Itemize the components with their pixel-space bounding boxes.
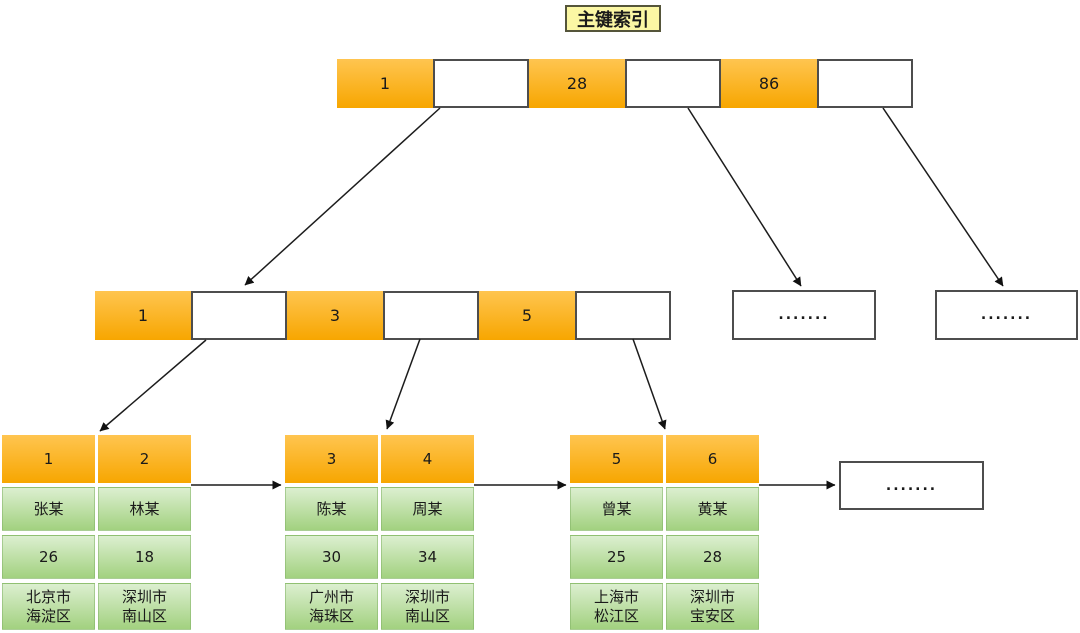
internal-key-cell: 3 bbox=[287, 291, 383, 340]
root-key-cell: 28 bbox=[529, 59, 625, 108]
address-city: 深圳市 bbox=[689, 587, 735, 606]
ellipsis-node-2: ....... bbox=[935, 290, 1078, 340]
leaf-age-row: 25 28 bbox=[570, 535, 759, 579]
leaf-table-3: 5 6 曾某 黄某 25 28 上海市 松江区 深圳市 宝安区 bbox=[570, 435, 759, 630]
leaf-address-cell: 上海市 松江区 bbox=[570, 583, 663, 630]
internal-pointer-cell bbox=[575, 291, 671, 340]
arrow-internal-to-leaf-2 bbox=[385, 338, 421, 430]
address-city: 北京市 bbox=[25, 587, 71, 606]
leaf-id-row: 1 2 bbox=[2, 435, 191, 483]
ellipsis-leaf: ....... bbox=[839, 461, 984, 510]
leaf-age-cell: 26 bbox=[2, 535, 95, 579]
arrow-internal-to-leaf-1 bbox=[99, 339, 207, 432]
address-city: 深圳市 bbox=[121, 587, 167, 606]
root-key-cell: 86 bbox=[721, 59, 817, 108]
leaf-name-row: 张某 林某 bbox=[2, 487, 191, 531]
internal-key-cell: 1 bbox=[95, 291, 191, 340]
leaf-age-cell: 18 bbox=[98, 535, 191, 579]
leaf-address-cell: 北京市 海淀区 bbox=[2, 583, 95, 630]
leaf-address-row: 北京市 海淀区 深圳市 南山区 bbox=[2, 583, 191, 630]
leaf-address-cell: 深圳市 南山区 bbox=[98, 583, 191, 630]
leaf-id-cell: 2 bbox=[98, 435, 191, 483]
leaf-address-cell: 深圳市 南山区 bbox=[381, 583, 474, 630]
arrow-root-to-ellipsis-2 bbox=[882, 107, 1004, 287]
internal-node: 1 3 5 bbox=[95, 291, 671, 340]
leaf-id-cell: 5 bbox=[570, 435, 663, 483]
leaf-age-cell: 28 bbox=[666, 535, 759, 579]
internal-pointer-cell bbox=[191, 291, 287, 340]
internal-key-cell: 5 bbox=[479, 291, 575, 340]
leaf-table-2: 3 4 陈某 周某 30 34 广州市 海珠区 深圳市 南山区 bbox=[285, 435, 474, 630]
leaf-id-cell: 1 bbox=[2, 435, 95, 483]
address-district: 宝安区 bbox=[689, 606, 735, 625]
leaf-table-1: 1 2 张某 林某 26 18 北京市 海淀区 深圳市 南山区 bbox=[2, 435, 191, 630]
leaf-address-row: 广州市 海珠区 深圳市 南山区 bbox=[285, 583, 474, 630]
arrow-root-to-internal bbox=[244, 107, 441, 286]
leaf-id-row: 3 4 bbox=[285, 435, 474, 483]
address-district: 南山区 bbox=[404, 606, 450, 625]
address-district: 海淀区 bbox=[25, 606, 71, 625]
root-pointer-cell bbox=[433, 59, 529, 108]
leaf-age-cell: 30 bbox=[285, 535, 378, 579]
ellipsis-node-1: ....... bbox=[732, 290, 876, 340]
address-district: 松江区 bbox=[593, 606, 639, 625]
leaf-id-cell: 4 bbox=[381, 435, 474, 483]
diagram-title: 主键索引 bbox=[565, 5, 661, 32]
leaf-address-cell: 深圳市 宝安区 bbox=[666, 583, 759, 630]
leaf-name-cell: 林某 bbox=[98, 487, 191, 531]
leaf-id-row: 5 6 bbox=[570, 435, 759, 483]
leaf-name-row: 陈某 周某 bbox=[285, 487, 474, 531]
root-key-cell: 1 bbox=[337, 59, 433, 108]
leaf-age-cell: 25 bbox=[570, 535, 663, 579]
internal-pointer-cell bbox=[383, 291, 479, 340]
root-node: 1 28 86 bbox=[337, 59, 913, 108]
leaf-age-row: 26 18 bbox=[2, 535, 191, 579]
root-pointer-cell bbox=[625, 59, 721, 108]
leaf-name-cell: 黄某 bbox=[666, 487, 759, 531]
leaf-name-cell: 曾某 bbox=[570, 487, 663, 531]
leaf-id-cell: 3 bbox=[285, 435, 378, 483]
address-city: 广州市 bbox=[308, 587, 354, 606]
leaf-age-cell: 34 bbox=[381, 535, 474, 579]
address-city: 深圳市 bbox=[404, 587, 450, 606]
leaf-address-row: 上海市 松江区 深圳市 宝安区 bbox=[570, 583, 759, 630]
address-district: 南山区 bbox=[121, 606, 167, 625]
leaf-name-cell: 周某 bbox=[381, 487, 474, 531]
leaf-name-cell: 陈某 bbox=[285, 487, 378, 531]
root-pointer-cell bbox=[817, 59, 913, 108]
leaf-name-cell: 张某 bbox=[2, 487, 95, 531]
leaf-address-cell: 广州市 海珠区 bbox=[285, 583, 378, 630]
address-city: 上海市 bbox=[593, 587, 639, 606]
leaf-age-row: 30 34 bbox=[285, 535, 474, 579]
address-district: 海珠区 bbox=[308, 606, 354, 625]
leaf-id-cell: 6 bbox=[666, 435, 759, 483]
arrow-root-to-ellipsis-1 bbox=[687, 107, 802, 287]
leaf-name-row: 曾某 黄某 bbox=[570, 487, 759, 531]
arrow-internal-to-leaf-3 bbox=[632, 338, 667, 430]
